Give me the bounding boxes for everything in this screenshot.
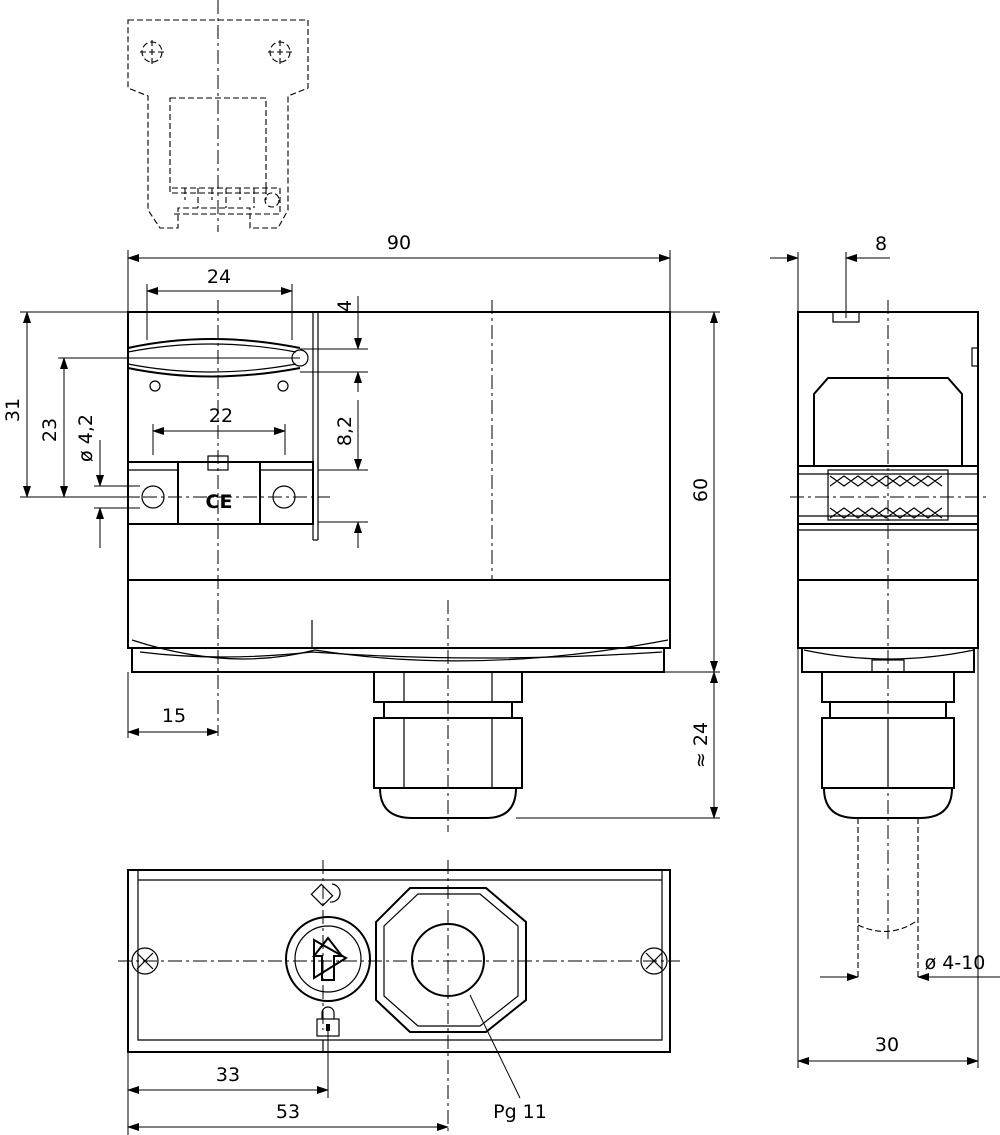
bottom-view — [118, 860, 680, 1135]
front-dimension-labels: 90 24 22 15 4 8,2 31 23 ø 4,2 60 ≈ 24 — [2, 232, 712, 768]
dim-cable-diameter: ø 4-10 — [925, 952, 986, 974]
side-dimensions — [770, 252, 1000, 1068]
dim-90: 90 — [387, 232, 411, 254]
dim-approx-24: ≈ 24 — [690, 722, 712, 768]
dim-23: 23 — [39, 418, 61, 442]
arrow-up-icon — [311, 936, 345, 981]
dim-8-2: 8,2 — [334, 416, 356, 446]
bottom-dimensions — [127, 994, 521, 1135]
svg-text:CE: CE — [206, 491, 233, 513]
dim-hole-diameter: ø 4,2 — [75, 414, 97, 462]
dim-15: 15 — [162, 705, 186, 727]
bottom-dimension-labels: 33 53 Pg 11 — [216, 1064, 547, 1123]
dim-31: 31 — [2, 398, 24, 422]
unlock-icon — [310, 883, 341, 907]
gland-label: Pg 11 — [493, 1101, 547, 1123]
front-dimensions — [20, 250, 720, 819]
dim-30: 30 — [875, 1034, 899, 1056]
phantom-actuator-view — [127, 0, 309, 232]
dim-22: 22 — [209, 405, 233, 427]
dim-53: 53 — [276, 1101, 300, 1123]
dim-60: 60 — [690, 478, 712, 502]
dim-4: 4 — [334, 300, 356, 312]
dim-8: 8 — [875, 233, 887, 255]
side-dimension-labels: 8 ø 4-10 30 — [875, 233, 985, 1056]
dim-33: 33 — [216, 1064, 240, 1086]
front-view — [118, 300, 671, 832]
side-view — [790, 300, 990, 980]
ce-mark-icon: CE — [206, 491, 233, 513]
dim-24: 24 — [207, 266, 231, 288]
